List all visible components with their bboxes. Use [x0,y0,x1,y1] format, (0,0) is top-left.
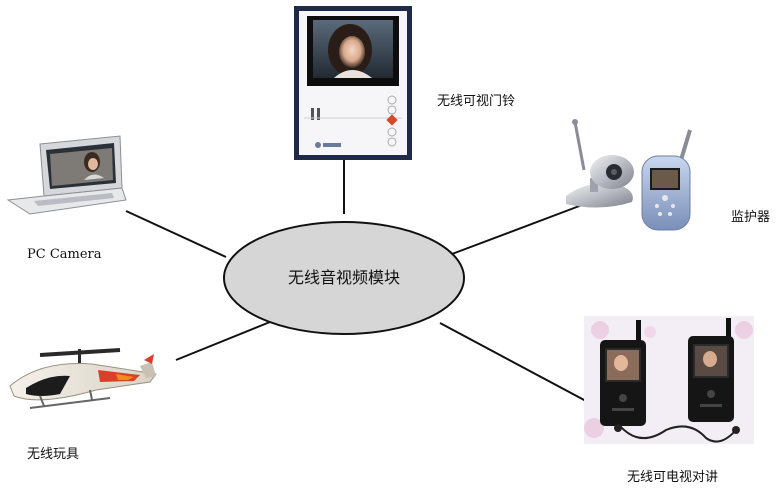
baby-monitor-icon [566,119,692,231]
label-toy: 无线玩具 [27,447,80,462]
video-intercom-icon [584,316,754,444]
video-doorbell-icon [294,6,412,160]
connector-intercom [439,322,587,402]
center-module-ellipse [223,221,465,335]
label-intercom: 无线可电视对讲 [627,470,719,485]
center-module-label: 无线音视频模块 [287,268,400,287]
rc-helicopter-icon [9,348,157,409]
label-monitor: 监护器 [731,210,771,225]
laptop-icon [6,135,127,215]
connector-toy [175,321,271,361]
label-doorbell: 无线可视门铃 [437,94,516,109]
connector-pc-camera [125,210,227,258]
label-pc-camera: PC Camera [27,247,102,262]
connector-monitor [451,204,583,255]
